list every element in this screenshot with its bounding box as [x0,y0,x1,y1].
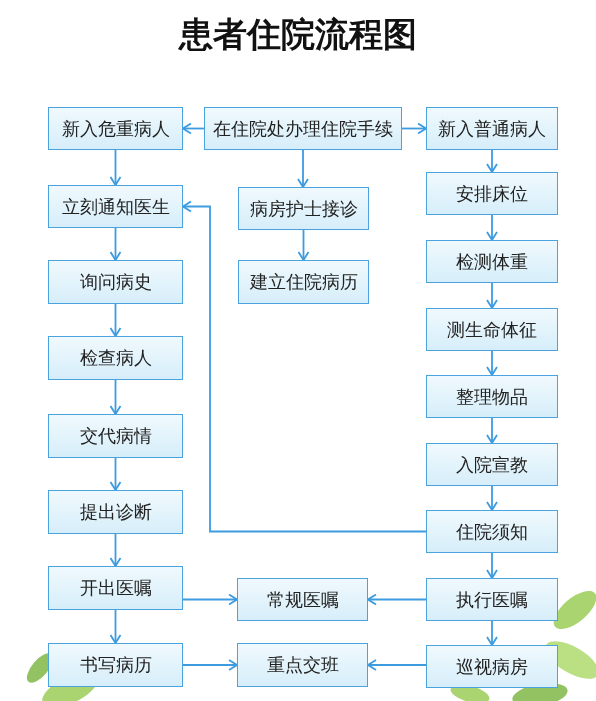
process-box: 整理物品 [426,375,558,418]
box-label: 测生命体征 [447,318,537,342]
flow-arrow [491,283,493,308]
process-box: 新入普通病人 [426,107,558,150]
flow-arrow [183,207,426,532]
process-box: 建立住院病历 [238,260,369,304]
flow-arrow [491,621,493,645]
process-box: 常规医嘱 [237,578,368,621]
process-box: 检查病人 [48,336,183,380]
box-label: 新入普通病人 [438,117,546,141]
flow-arrow [491,150,493,172]
box-label: 入院宣教 [456,453,528,477]
box-label: 询问病史 [80,270,152,294]
process-box: 书写病历 [48,643,183,687]
box-label: 提出诊断 [80,500,152,524]
process-box: 病房护士接诊 [238,187,369,230]
process-box: 交代病情 [48,414,183,458]
box-label: 书写病历 [80,653,152,677]
box-label: 住院须知 [456,520,528,544]
flow-arrow [303,230,305,260]
flow-arrow [183,128,204,130]
box-label: 执行医嘱 [456,588,528,612]
flow-arrow [491,418,493,443]
flow-arrow [115,150,117,185]
process-box: 立刻通知医生 [48,185,183,228]
flow-arrow [115,458,117,490]
process-box: 重点交班 [237,643,368,687]
flow-arrow [368,599,426,601]
flow-arrow [402,128,426,130]
process-box: 巡视病房 [426,645,558,688]
diagram-title: 患者住院流程图 [0,12,596,58]
process-box: 在住院处办理住院手续 [204,107,402,150]
flow-arrow [491,553,493,578]
box-label: 整理物品 [456,385,528,409]
box-label: 巡视病房 [456,655,528,679]
process-box: 检测体重 [426,240,558,283]
flow-arrow [491,486,493,510]
box-label: 新入危重病人 [62,117,170,141]
flow-arrow [115,610,117,643]
process-box: 询问病史 [48,260,183,304]
process-box: 住院须知 [426,510,558,553]
process-box: 开出医嘱 [48,566,183,610]
box-label: 立刻通知医生 [62,195,170,219]
flow-arrow [115,304,117,336]
flow-arrow [183,599,237,601]
flow-arrow [115,228,117,260]
process-box: 安排床位 [426,172,558,215]
flow-arrow [302,150,304,187]
box-label: 重点交班 [267,653,339,677]
box-label: 交代病情 [80,424,152,448]
flow-arrow [115,534,117,566]
flow-arrow [491,351,493,375]
box-label: 检测体重 [456,250,528,274]
box-label: 建立住院病历 [250,270,358,294]
box-label: 检查病人 [80,346,152,370]
process-box: 新入危重病人 [48,107,183,150]
box-label: 安排床位 [456,182,528,206]
box-label: 病房护士接诊 [250,197,358,221]
box-label: 开出医嘱 [80,576,152,600]
process-box: 提出诊断 [48,490,183,534]
process-box: 执行医嘱 [426,578,558,621]
flow-arrow [368,664,426,666]
box-label: 在住院处办理住院手续 [213,117,393,141]
process-box: 测生命体征 [426,308,558,351]
box-label: 常规医嘱 [267,588,339,612]
flow-arrow [183,664,237,666]
process-box: 入院宣教 [426,443,558,486]
flow-arrow [115,380,117,414]
flow-arrow [491,215,493,240]
